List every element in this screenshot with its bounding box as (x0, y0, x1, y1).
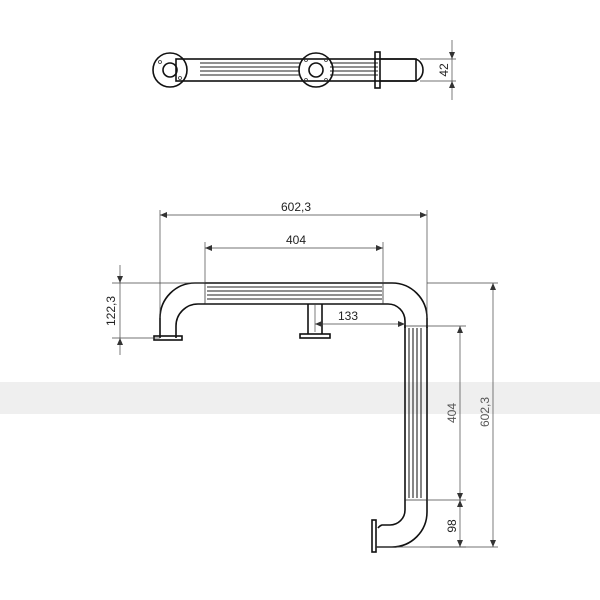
dim-projection-label: 122,3 (104, 296, 118, 326)
dim-overall-width-label: 602,3 (281, 200, 311, 214)
front-view: 602,3 404 122,3 133 404 98 602,3 (104, 200, 498, 553)
dim-overall-height-label: 602,3 (478, 397, 492, 427)
middle-flange (298, 52, 334, 88)
background-band (0, 382, 600, 414)
dim-support-offset-label: 133 (338, 309, 358, 323)
dim-vertical-grip-label: 404 (445, 403, 459, 423)
top-view: 42 (152, 40, 456, 100)
left-flange (152, 52, 188, 88)
bottom-wall-flange (371, 519, 377, 553)
middle-wall-flange (299, 333, 331, 339)
dim-grip-length-label: 404 (286, 233, 306, 247)
dim-42-label: 42 (437, 63, 451, 77)
dim-bottom-offset-label: 98 (445, 519, 459, 533)
